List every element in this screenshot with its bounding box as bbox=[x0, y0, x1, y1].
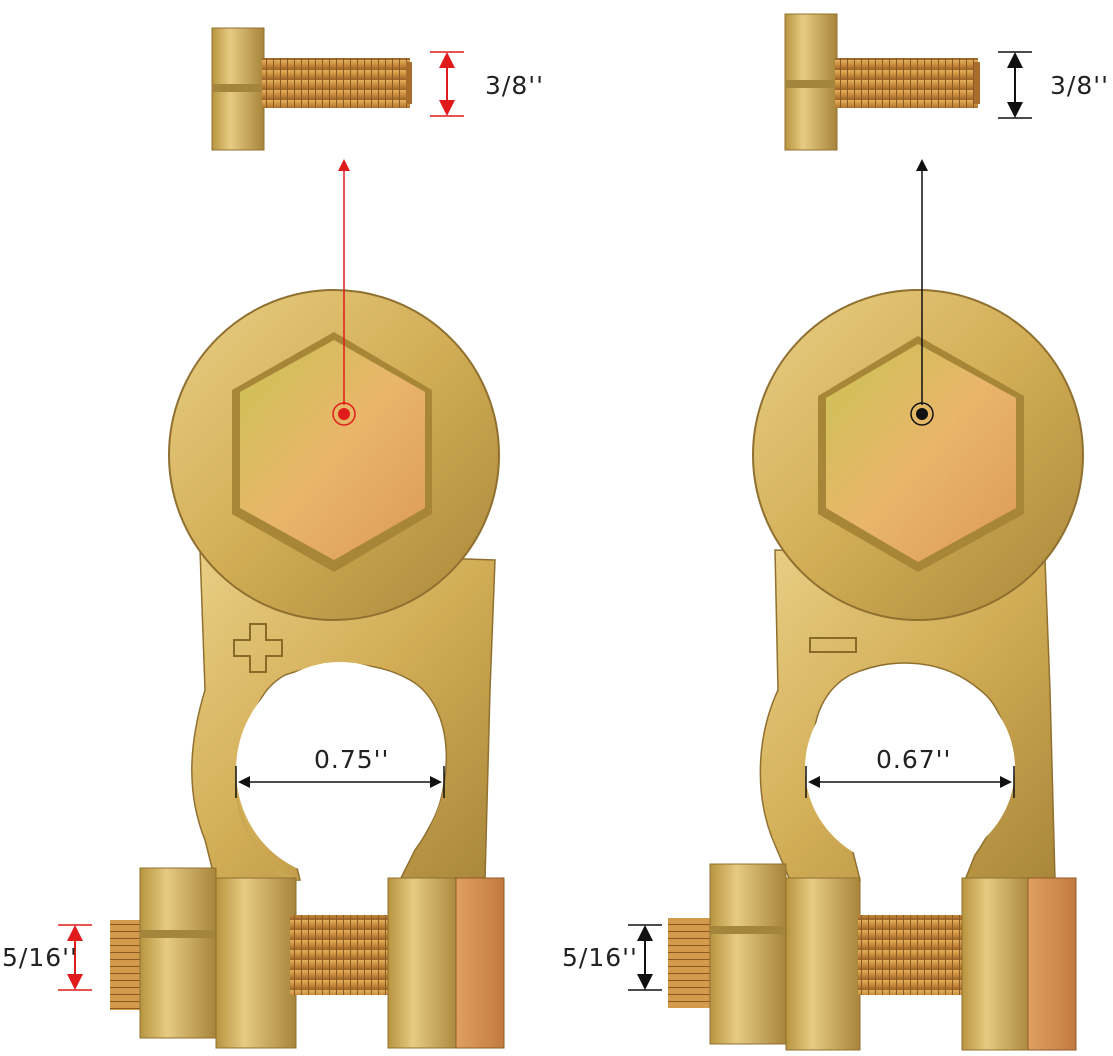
dimension-right-bolt: 3/8'' bbox=[998, 51, 1109, 119]
top-bolt-left bbox=[211, 27, 412, 151]
right-hole-dim-label: 0.67'' bbox=[876, 745, 951, 774]
bottom-clamp-left bbox=[110, 867, 505, 1049]
left-hole-dim-label: 0.75'' bbox=[314, 745, 389, 774]
clamp-body-left bbox=[168, 289, 500, 881]
left-bolt-dim-label: 3/8'' bbox=[485, 71, 544, 100]
bottom-clamp-right bbox=[668, 863, 1077, 1051]
top-bolt-right bbox=[784, 13, 980, 151]
right-center-arrow bbox=[910, 159, 934, 426]
right-small-bolt-dim-label: 5/16'' bbox=[562, 943, 638, 972]
right-bolt-dim-label: 3/8'' bbox=[1050, 71, 1109, 100]
minus-sign-icon bbox=[809, 637, 857, 653]
dimension-right-small-bolt: 5/16'' bbox=[562, 924, 662, 991]
dimension-left-bolt: 3/8'' bbox=[430, 51, 544, 117]
dimension-left-small-bolt: 5/16'' bbox=[2, 924, 92, 991]
dimension-right-hole: 0.67'' bbox=[805, 745, 1015, 798]
positive-terminal bbox=[110, 27, 505, 1049]
left-center-arrow bbox=[332, 159, 356, 426]
dimension-left-hole: 0.75'' bbox=[235, 745, 445, 798]
clamp-body-right bbox=[752, 289, 1084, 881]
left-small-bolt-dim-label: 5/16'' bbox=[2, 943, 78, 972]
plus-sign-icon bbox=[233, 623, 283, 673]
negative-terminal bbox=[668, 13, 1084, 1051]
